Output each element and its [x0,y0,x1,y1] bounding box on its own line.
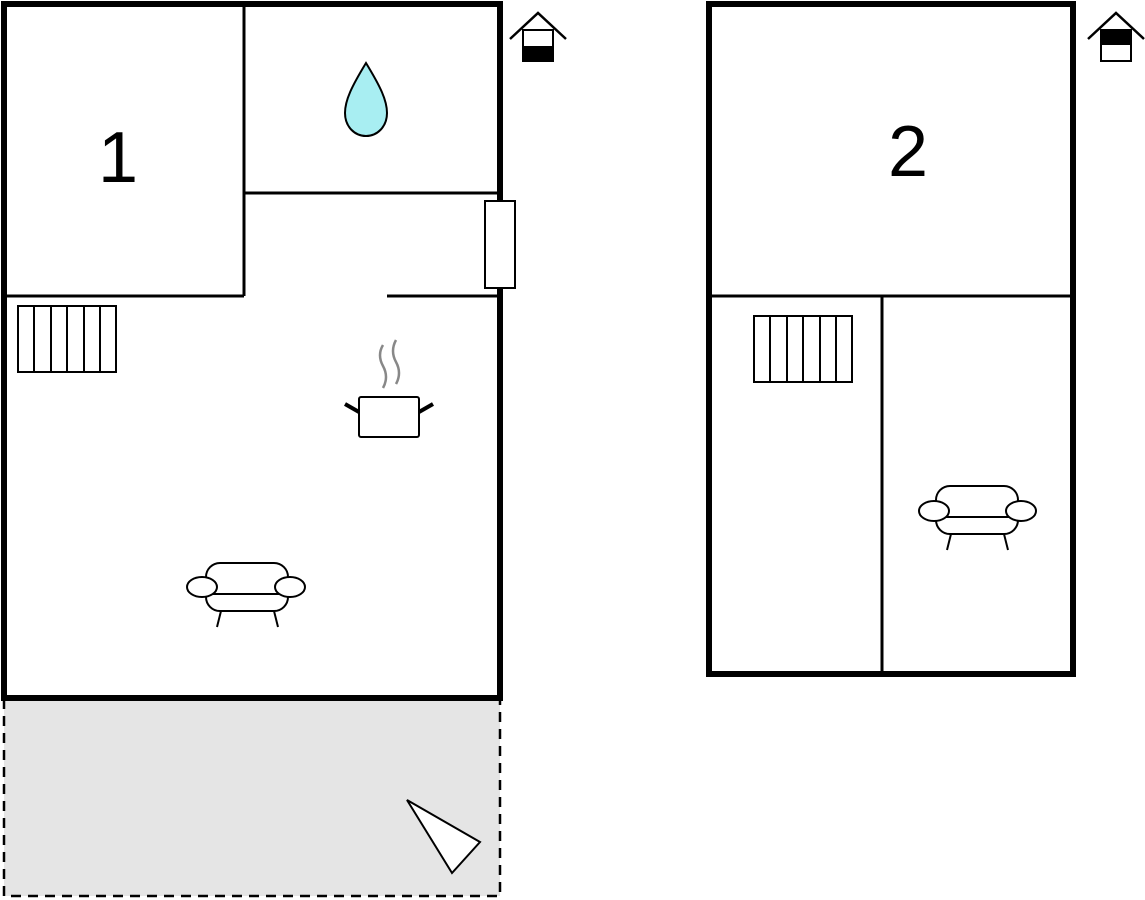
room-label-1: 1 [98,118,138,198]
house-lower-floor-icon [509,11,567,62]
water-drop-icon [343,61,389,138]
floor-2-plan: 2 [706,1,1076,677]
armchair-icon [918,485,1037,551]
armchair-icon [186,562,306,628]
terrace-area [2,696,502,898]
compass-arrow-icon [406,799,482,875]
floor-1-outer-wall [1,1,503,701]
floor-1-plan: 1 [1,1,516,898]
room-label-2: 2 [888,112,928,192]
window [484,200,516,289]
radiator-icon [753,315,853,383]
house-upper-floor-icon [1087,11,1145,62]
radiator-icon [17,305,117,373]
floor-2-outer-wall [706,1,1076,677]
cooking-pot-icon [344,339,434,438]
